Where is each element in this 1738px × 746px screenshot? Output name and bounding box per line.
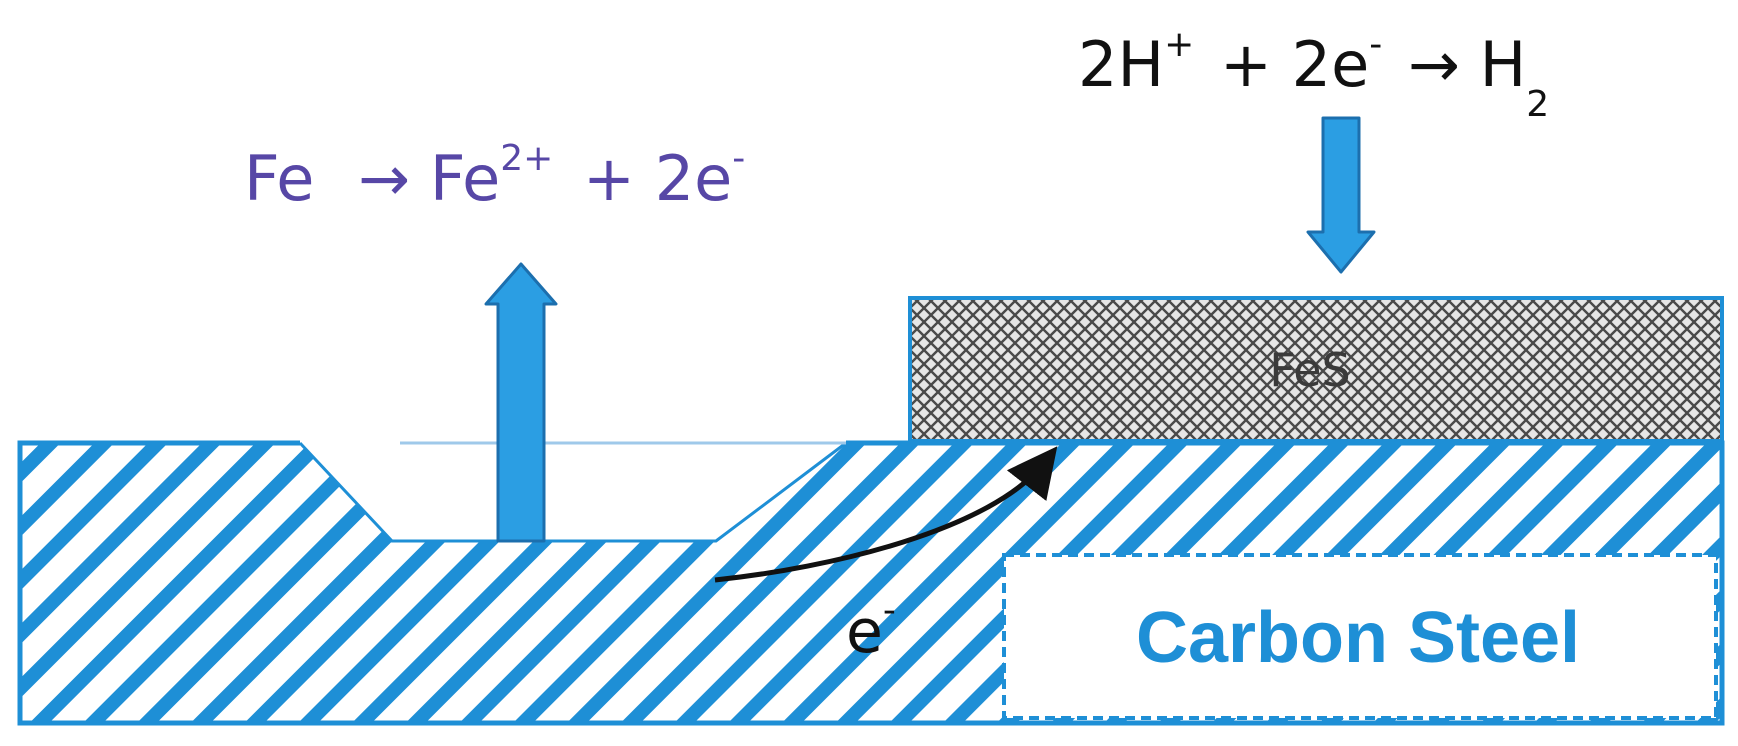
cathode-electrons: 2e — [1292, 28, 1370, 101]
anode-reactant: Fe — [244, 142, 314, 215]
anode-electron-charge: - — [732, 138, 745, 179]
electron-flow-path — [714, 446, 1058, 583]
cathode-reaction: 2H+ + 2e- → H2 — [1078, 0, 1549, 125]
anode-arrow: → — [358, 142, 410, 215]
anode-reaction: Fe → Fe2+ + 2e- — [244, 112, 745, 215]
carbon-steel-label: Carbon Steel — [1136, 598, 1580, 678]
cathode-reactant: 2H — [1078, 28, 1164, 101]
fes-layer: FeS — [908, 296, 1724, 443]
cathode-arrow: → — [1408, 28, 1460, 101]
cathode-product: H — [1480, 28, 1527, 101]
anode-electrons: 2e — [655, 142, 733, 215]
cathode-electron-charge: - — [1369, 24, 1382, 65]
electron-charge: - — [883, 590, 896, 631]
curved-arrow-icon — [714, 446, 1058, 583]
up-arrow-icon — [484, 262, 558, 543]
electron-label: e- — [846, 590, 896, 667]
fes-layer-block — [908, 296, 1724, 443]
anode-plus: + — [583, 142, 635, 215]
cathode-product-subscript: 2 — [1526, 84, 1549, 125]
electron-symbol: e — [846, 597, 883, 667]
down-arrow-icon — [1306, 116, 1376, 274]
carbon-steel-body — [17, 440, 1725, 726]
anode-product: Fe — [430, 142, 500, 215]
cathode-proton-charge: + — [1164, 24, 1194, 65]
pit-outline — [298, 441, 847, 543]
steel-label-region — [1002, 553, 1718, 720]
fes-label: FeS — [1269, 343, 1350, 397]
anode-product-charge: 2+ — [500, 138, 553, 179]
cathode-plus: + — [1220, 28, 1272, 101]
